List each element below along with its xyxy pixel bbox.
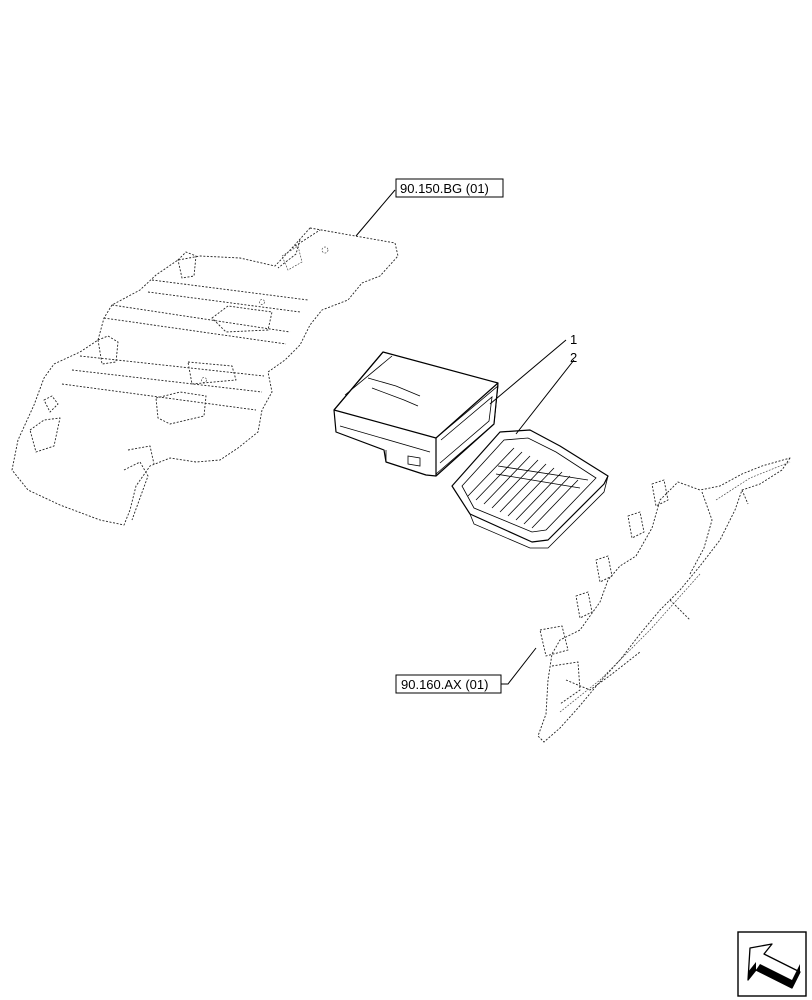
part-1-housing bbox=[333, 351, 499, 477]
part-2-tray bbox=[451, 429, 609, 549]
reference-box-top[interactable]: 90.150.BG (01) bbox=[395, 178, 504, 198]
reference-label-top: 90.150.BG (01) bbox=[400, 181, 489, 196]
callout-1: 1 bbox=[570, 332, 577, 347]
reference-label-bottom: 90.160.AX (01) bbox=[401, 677, 488, 692]
arrow-navigation-icon[interactable] bbox=[737, 931, 807, 997]
upper-trim-panel bbox=[11, 227, 399, 526]
callout-2: 2 bbox=[570, 350, 577, 365]
lower-trim-rail bbox=[537, 457, 791, 743]
reference-box-bottom[interactable]: 90.160.AX (01) bbox=[395, 674, 502, 694]
leader-lines bbox=[355, 189, 575, 685]
